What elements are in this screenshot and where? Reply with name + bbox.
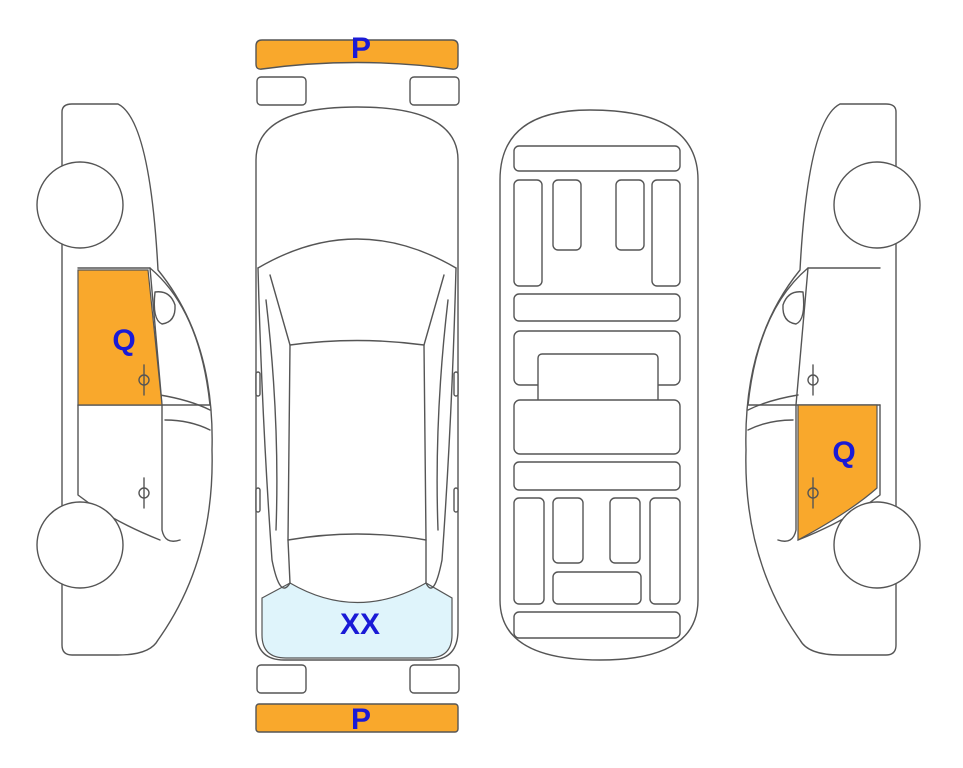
taillight-left[interactable] — [256, 664, 307, 694]
car-underside-view — [499, 109, 699, 661]
rear-bumper-label: P — [351, 703, 371, 736]
top-view-body[interactable] — [255, 106, 459, 661]
front-bumper-group: P — [255, 32, 460, 106]
front-bumper-label: P — [351, 32, 371, 65]
right-rear-wheel[interactable] — [833, 501, 921, 589]
headlight-right[interactable] — [409, 76, 460, 106]
right-rear-door[interactable] — [797, 404, 878, 542]
rear-bumper[interactable] — [255, 703, 459, 733]
rear-window[interactable] — [261, 582, 453, 659]
front-bumper[interactable] — [255, 39, 459, 70]
car-right-side-view: Q — [745, 103, 921, 656]
car-left-side-view: Q — [36, 103, 213, 656]
left-door-label: Q — [112, 324, 135, 357]
right-door-label: Q — [832, 436, 855, 469]
car-top-view: XX — [255, 106, 459, 661]
left-front-wheel[interactable] — [36, 161, 124, 249]
left-front-door[interactable] — [77, 269, 163, 406]
taillight-right[interactable] — [409, 664, 460, 694]
headlight-left[interactable] — [256, 76, 307, 106]
rear-bumper-group: P — [255, 664, 460, 736]
rear-window-label: XX — [340, 608, 380, 641]
left-rear-wheel[interactable] — [36, 501, 124, 589]
right-front-wheel[interactable] — [833, 161, 921, 249]
